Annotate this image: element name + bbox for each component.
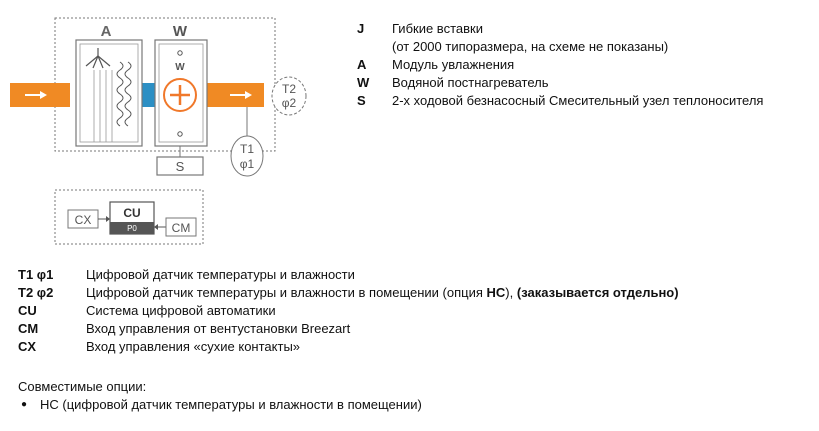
- legend-bottom: T1 φ1 Цифровой датчик температуры и влажн…: [18, 266, 679, 356]
- cm-box: [165, 217, 197, 237]
- module-a-inner: [79, 43, 139, 143]
- sensor-t2: T2 φ2: [271, 76, 307, 116]
- legend-top-row: J Гибкие вставки: [357, 20, 763, 38]
- compatible-item: НС (цифровой датчик температуры и влажно…: [21, 396, 422, 414]
- legend-bottom-row: T2 φ2 Цифровой датчик температуры и влажн…: [18, 284, 679, 302]
- legend-top: J Гибкие вставки (от 2000 типоразмера, на…: [357, 20, 763, 110]
- legend-text: Модуль увлажнения: [392, 57, 515, 72]
- module-s-box: [156, 156, 204, 176]
- sensor-t1-line1: T1: [240, 142, 254, 156]
- module-w-label: W: [173, 23, 188, 40]
- module-w-inner: [158, 43, 204, 143]
- legend-text: Гибкие вставки: [392, 21, 483, 36]
- legend-text: Вход управления от вентустановки Breezar…: [86, 321, 351, 336]
- cu-label: CU: [123, 206, 140, 220]
- legend-key: W: [357, 75, 370, 90]
- legend-text-part: ),: [505, 285, 517, 300]
- legend-bottom-row: CU Система цифровой автоматики: [18, 302, 679, 320]
- module-s-label: S: [176, 159, 185, 174]
- ventilation-diagram: A W W S T2 φ2 T1 φ1: [10, 17, 307, 245]
- sensor-t1: T1 φ1: [230, 135, 264, 177]
- cu-p0-bar: [110, 222, 154, 234]
- cu-sub-label: P0: [127, 224, 137, 233]
- spray-nozzle-icon: [85, 48, 111, 69]
- legend-key: S: [357, 93, 366, 108]
- legend-key: CM: [18, 321, 39, 336]
- legend-top-row: (от 2000 типоразмера, на схеме не показа…: [357, 38, 763, 56]
- legend-text: Вход управления «сухие контакты»: [86, 339, 301, 354]
- compatible-list: НС (цифровой датчик температуры и влажно…: [18, 396, 422, 414]
- legend-key: T1 φ1: [18, 267, 54, 282]
- legend-top-row: S 2-х ходовой безнасосный Смесительный уз…: [357, 92, 763, 110]
- legend-bottom-row: CX Вход управления «сухие контакты»: [18, 338, 679, 356]
- legend-key: A: [357, 57, 367, 72]
- cx-label: CX: [75, 213, 92, 227]
- legend-text: Цифровой датчик температуры и влажности: [86, 267, 355, 282]
- cm-arrow-icon: [154, 224, 166, 230]
- compatible-title: Совместимые опции:: [18, 379, 147, 394]
- heater-inner-label: W: [175, 62, 185, 73]
- sensor-t1-line2: φ1: [240, 157, 255, 171]
- outlet-arrow-icon: [230, 91, 252, 99]
- humidifier-media: [93, 70, 113, 142]
- legend-key: CU: [18, 303, 37, 318]
- legend-bottom-row: CM Вход управления от вентустановки Breez…: [18, 320, 679, 338]
- legend-text: Цифровой датчик температуры и влажности …: [86, 284, 679, 302]
- legend-text-bold: (заказывается отдельно): [516, 285, 679, 300]
- droplet-eliminator-icon: [116, 61, 132, 127]
- legend-text: Водяной постнагреватель: [392, 75, 549, 90]
- heater-bottom-port: [177, 131, 183, 137]
- legend-top-row: A Модуль увлажнения: [357, 56, 763, 74]
- heater-plus-icon: [163, 78, 197, 112]
- legend-bottom-row: T1 φ1 Цифровой датчик температуры и влажн…: [18, 266, 679, 284]
- legend-text: Система цифровой автоматики: [86, 303, 276, 318]
- control-dotted-frame: [54, 189, 204, 245]
- legend-key: CX: [18, 339, 37, 354]
- unit-dotted-frame: [54, 17, 276, 152]
- legend-key: [357, 38, 392, 56]
- legend-top-row: W Водяной постнагреватель: [357, 74, 763, 92]
- cm-label: CM: [172, 221, 191, 235]
- inlet-arrow-icon: [25, 91, 47, 99]
- heater-top-port: [177, 50, 183, 56]
- cx-arrow-icon: [98, 216, 110, 222]
- legend-text: (от 2000 типоразмера, на схеме не показа…: [392, 39, 669, 54]
- legend-text-bold: НС: [486, 285, 506, 300]
- compatible-options: Совместимые опции: НС (цифровой датчик т…: [18, 378, 422, 414]
- module-a-box: [75, 39, 143, 147]
- sensor-t2-line1: T2: [282, 82, 296, 96]
- module-a-label: A: [101, 23, 112, 40]
- legend-text-part: Цифровой датчик температуры и влажности …: [86, 285, 487, 300]
- legend-key: T2 φ2: [18, 285, 54, 300]
- sensor-t2-line2: φ2: [282, 96, 297, 110]
- legend-text: 2-х ходовой безнасосный Смесительный узе…: [392, 93, 764, 108]
- legend-key: J: [357, 21, 365, 36]
